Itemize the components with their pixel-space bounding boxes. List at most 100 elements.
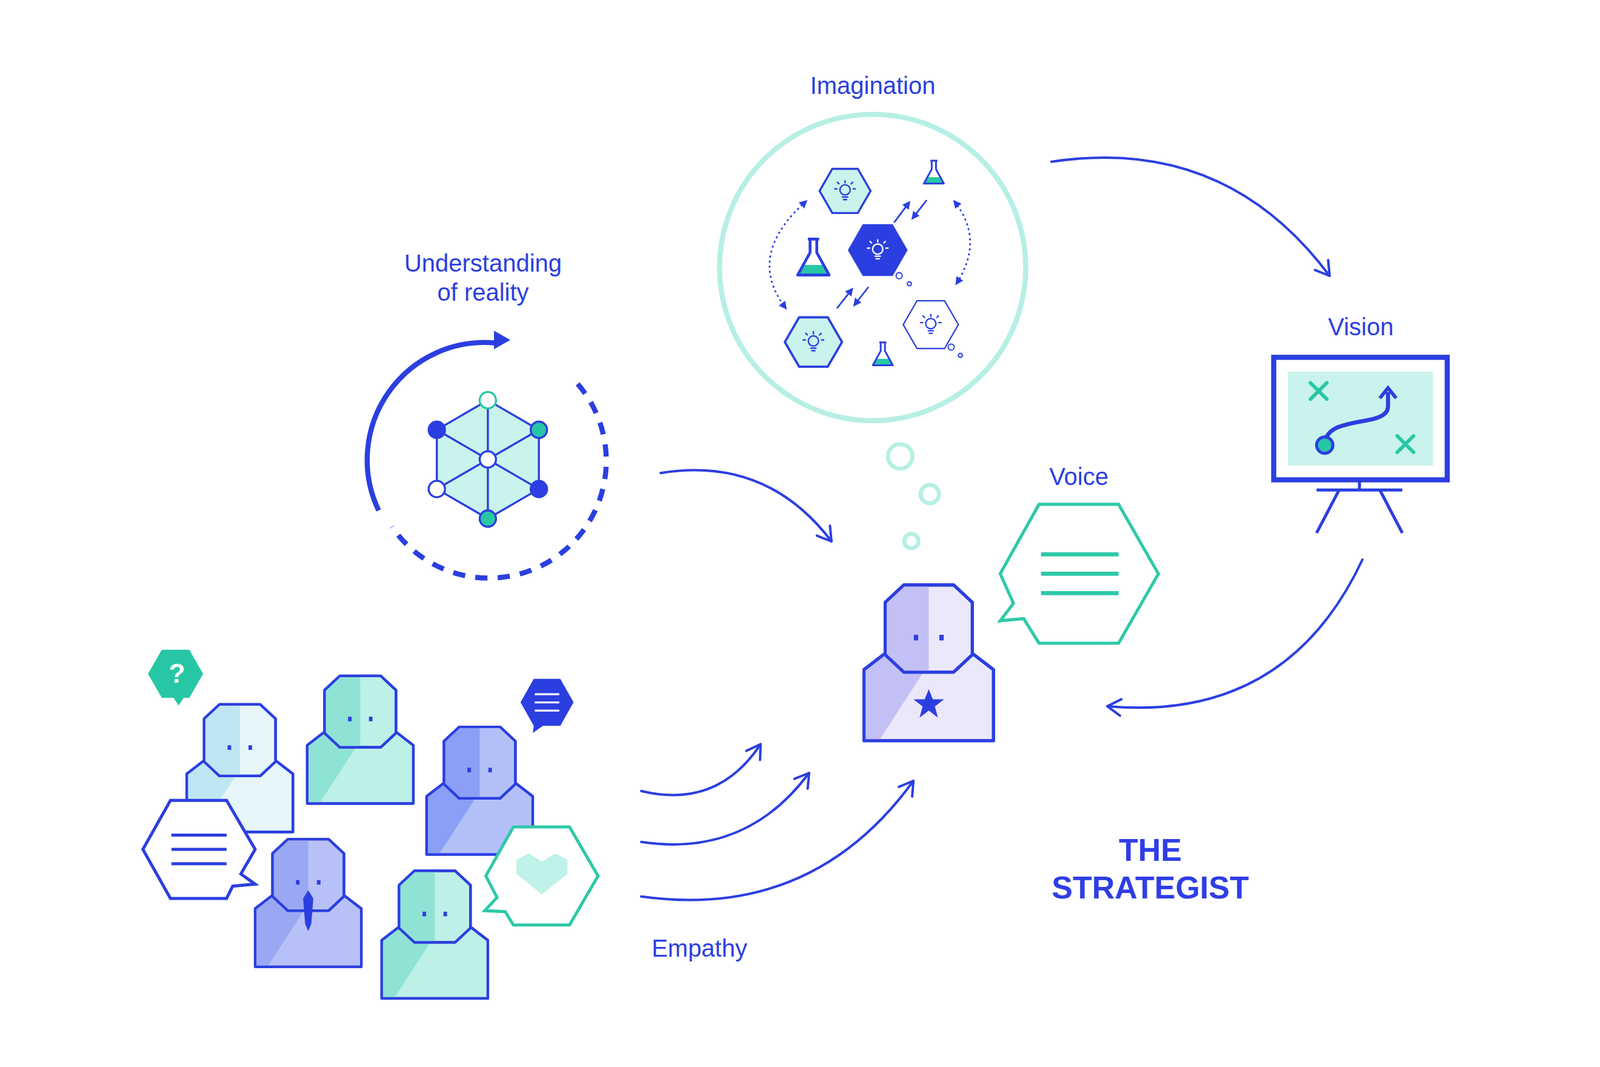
diagram-node: Imagination xyxy=(719,69,1027,424)
illustration-part xyxy=(641,744,761,796)
illustration-part xyxy=(887,444,913,469)
illustration-part xyxy=(896,272,903,279)
illustration-part xyxy=(1396,435,1414,453)
illustration-part xyxy=(1273,356,1448,480)
illustration-group xyxy=(143,114,1448,999)
flow-arrow xyxy=(641,780,914,900)
illustration-part xyxy=(530,421,548,438)
illustration-part xyxy=(381,870,488,999)
illustration-part xyxy=(534,709,559,711)
illustration-part xyxy=(1310,383,1327,400)
diagram-node: Empathy xyxy=(139,642,607,1007)
illustration-part xyxy=(1315,260,1330,276)
illustration-part xyxy=(479,450,496,468)
flow-arrow xyxy=(1051,157,1330,276)
illustration-part xyxy=(534,701,559,704)
heading-text: THE STRATEGIST xyxy=(1016,830,1285,907)
illustration-part xyxy=(1000,504,1159,644)
illustration-part xyxy=(436,400,539,519)
illustration-part xyxy=(835,180,856,200)
illustration-part xyxy=(1396,435,1414,453)
illustration-part xyxy=(530,480,548,497)
diagram-node: Voice xyxy=(993,460,1164,643)
illustration-part xyxy=(923,160,944,184)
node-label: Imagination xyxy=(809,70,937,100)
illustration-part xyxy=(1107,698,1122,716)
vision-board xyxy=(1273,356,1448,533)
illustration-part xyxy=(1324,392,1388,446)
illustration-part xyxy=(769,200,971,309)
illustration-part xyxy=(816,525,832,542)
illustration-part xyxy=(171,861,227,865)
illustration-part xyxy=(954,201,971,284)
illustration-part xyxy=(534,693,559,711)
illustration-part xyxy=(1041,552,1119,557)
strategist-figure xyxy=(864,584,994,741)
illustration-part xyxy=(746,744,761,760)
illustration-part xyxy=(147,649,204,706)
illustration-part xyxy=(803,331,824,351)
illustration-part xyxy=(493,330,511,350)
illustration-part xyxy=(719,114,1026,421)
illustration-part xyxy=(171,835,227,864)
illustration-part xyxy=(479,510,496,527)
flow-arrow xyxy=(641,744,761,796)
illustration-part xyxy=(641,772,810,845)
illustration-part xyxy=(893,201,910,223)
illustration-part xyxy=(1380,387,1397,399)
illustration-part xyxy=(1316,489,1339,533)
illustration-part xyxy=(1041,571,1119,576)
illustration-part xyxy=(171,847,227,851)
flow-arrow xyxy=(641,772,810,845)
illustration-part xyxy=(836,289,853,309)
illustration-part xyxy=(307,675,414,804)
illustration-part xyxy=(819,168,871,213)
reality-cube xyxy=(367,330,607,579)
illustration-part xyxy=(1316,479,1402,533)
flow-arrow xyxy=(1107,559,1363,716)
illustration-part xyxy=(428,421,445,438)
illustration-part xyxy=(428,392,547,527)
illustration-part xyxy=(849,225,907,276)
illustration-part xyxy=(912,200,927,219)
voice-bubble xyxy=(1000,504,1159,644)
illustration-part xyxy=(1287,371,1433,466)
illustration-part xyxy=(436,400,539,519)
illustration-part xyxy=(171,833,227,837)
illustration-part xyxy=(303,889,314,931)
diagram-node: Vision xyxy=(1266,309,1455,537)
illustration-part xyxy=(484,826,599,925)
illustration-part xyxy=(797,238,830,275)
node-label: Understanding of reality xyxy=(398,248,568,307)
illustration-part xyxy=(769,201,807,309)
illustration-part xyxy=(143,800,256,899)
illustration-part xyxy=(854,286,870,305)
node-label: Vision xyxy=(1327,312,1395,342)
illustration-part xyxy=(479,392,496,409)
illustration-part xyxy=(1051,157,1330,276)
illustration-part xyxy=(1041,553,1119,593)
illustration-part xyxy=(516,853,568,894)
illustration-part xyxy=(534,692,559,695)
node-label: Empathy xyxy=(650,933,748,963)
node-label: Voice xyxy=(1048,461,1110,491)
illustration-part xyxy=(428,480,445,497)
illustration-part xyxy=(641,780,914,900)
illustration-part xyxy=(1041,590,1119,596)
illustration-part xyxy=(867,240,888,259)
imagination-circle xyxy=(719,114,1026,549)
illustration-part xyxy=(1107,559,1363,708)
illustration-part xyxy=(660,469,832,542)
illustration-part xyxy=(784,316,842,367)
illustration-part xyxy=(1316,436,1333,454)
illustration-part xyxy=(958,353,963,358)
illustration-part xyxy=(903,300,959,349)
crowd xyxy=(143,649,599,999)
illustration-part xyxy=(872,342,893,366)
flow-arrow xyxy=(660,469,832,542)
illustration-part xyxy=(1358,479,1362,490)
illustration-part xyxy=(898,780,914,797)
illustration-part xyxy=(904,533,919,549)
